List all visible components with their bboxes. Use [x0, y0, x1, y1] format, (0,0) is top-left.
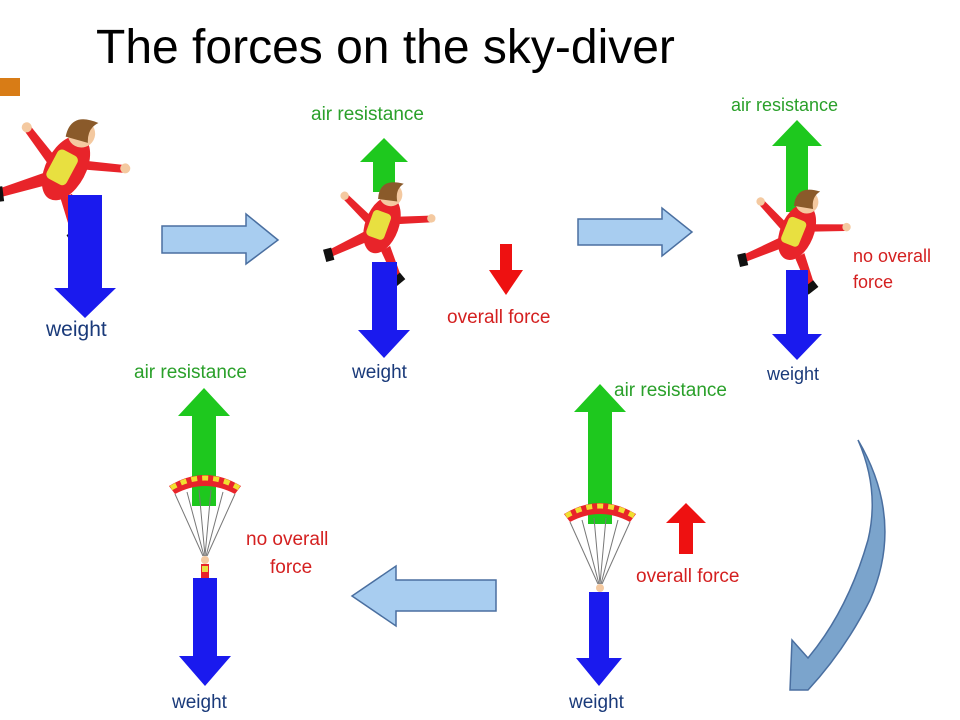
overall-force-label-4: overall force — [636, 566, 740, 587]
air-resistance-arrow-2 — [360, 138, 408, 192]
weight-arrow-1 — [54, 195, 116, 318]
weight-arrow-3 — [772, 270, 822, 360]
no-overall-force-label-5-line2: force — [270, 557, 313, 578]
flow-arrow-4-to-5 — [350, 564, 497, 628]
weight-arrow-2 — [358, 262, 410, 358]
weight-label-5: weight — [172, 692, 227, 713]
air-resistance-arrow-4 — [574, 384, 626, 524]
flow-arrow-2-to-3 — [577, 206, 694, 258]
air-resistance-label-2: air resistance — [311, 104, 424, 125]
overall-force-label-2: overall force — [447, 307, 551, 328]
air-resistance-label-5: air resistance — [134, 362, 247, 383]
no-overall-force-label-3-line1: no overall — [853, 246, 932, 266]
weight-arrow-4 — [576, 592, 622, 686]
weight-label-4: weight — [569, 692, 624, 713]
no-overall-force-label-5-line1: no overall — [246, 529, 329, 550]
air-resistance-arrow-3 — [772, 120, 822, 212]
curved-flow-arrow-3-to-4 — [789, 439, 886, 691]
overall-force-arrow-4 — [666, 503, 706, 554]
air-resistance-label-3: air resistance — [731, 95, 839, 115]
no-overall-force-label-3-line2: force — [853, 272, 894, 292]
panel-4-parachute-opened — [564, 384, 706, 686]
slide-accent-tab — [0, 78, 20, 96]
panel-5-slow-terminal-velocity — [169, 388, 241, 686]
weight-label-1: weight — [46, 318, 107, 341]
slide-title: The forces on the sky-diver — [96, 21, 675, 74]
panel-3-terminal-velocity — [731, 120, 860, 360]
air-resistance-label-4: air resistance — [614, 380, 727, 401]
weight-arrow-5 — [179, 578, 231, 686]
overall-force-arrow-2 — [489, 244, 523, 295]
flow-arrow-1-to-2 — [161, 212, 280, 266]
weight-label-3: weight — [767, 364, 820, 384]
panel-2-accelerating — [317, 138, 523, 358]
air-resistance-arrow-5 — [178, 388, 230, 506]
weight-label-2: weight — [352, 362, 407, 383]
panel-1-freefall-start — [0, 91, 143, 318]
